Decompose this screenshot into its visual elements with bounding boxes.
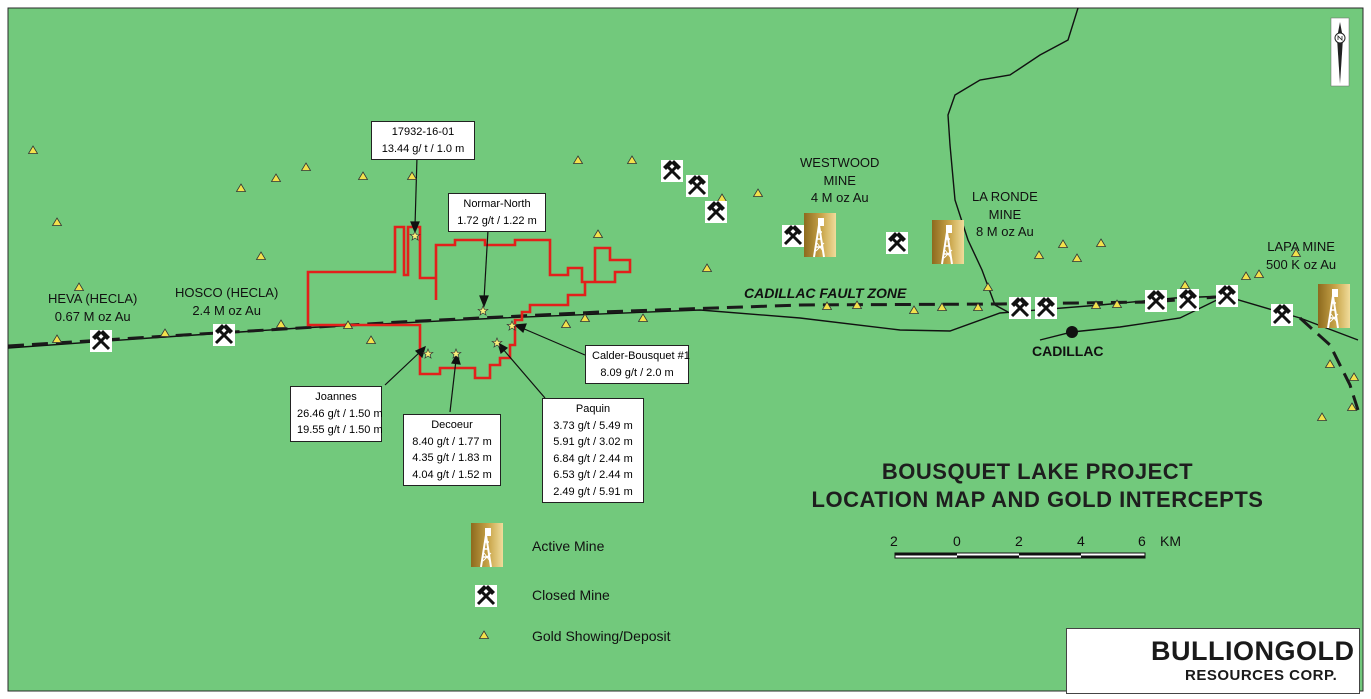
mine-name-suffix: MINE bbox=[823, 172, 856, 188]
closed-mine-icon bbox=[1175, 287, 1201, 313]
closed-mine-icon bbox=[780, 223, 806, 249]
mine-label-lapa: LAPA MINE 500 K oz Au bbox=[1266, 238, 1336, 273]
intercept-box-calder-bousquet: Calder-Bousquet #1 8.09 g/t / 2.0 m bbox=[585, 345, 690, 384]
intercept-name: 17932-16-01 bbox=[391, 126, 455, 138]
intercept-value: 8.09 g/t / 2.0 m bbox=[600, 366, 674, 379]
north-arrow-icon bbox=[1330, 17, 1350, 87]
mine-name-suffix: MINE bbox=[988, 206, 1022, 222]
scale-tick: 2 bbox=[890, 533, 898, 549]
headframe-icon bbox=[931, 219, 965, 265]
mine-name: HEVA (HECLA) bbox=[48, 291, 138, 306]
intercept-value: 19.55 g/t / 1.50 m bbox=[297, 424, 383, 436]
intercept-box-normar-north: Normar-North 1.72 g/t / 1.22 m bbox=[448, 193, 546, 232]
closed-mine-icon bbox=[703, 199, 729, 225]
closed-mine-icon bbox=[884, 230, 910, 256]
closed-mine-icon bbox=[1143, 288, 1169, 314]
scale-tick: 6 bbox=[1138, 533, 1146, 549]
mine-label-heva: HEVA (HECLA) 0.67 M oz Au bbox=[48, 290, 137, 325]
mine-name: WESTWOOD bbox=[800, 155, 880, 170]
closed-mine-icon bbox=[684, 173, 710, 199]
headframe-icon bbox=[803, 212, 837, 258]
fault-branch bbox=[1298, 316, 1360, 411]
closed-mine-icon bbox=[1214, 283, 1240, 309]
intercept-name: Calder-Bousquet #1 bbox=[592, 350, 690, 362]
closed-mine-icon bbox=[1269, 302, 1295, 328]
callout-arrows bbox=[384, 156, 586, 413]
intercept-value: 2.49 g/t / 5.91 m bbox=[553, 485, 633, 498]
intercept-value: 13.44 g/ t / 1.0 m bbox=[381, 142, 465, 155]
mine-label-hosco: HOSCO (HECLA) 2.4 M oz Au bbox=[175, 284, 278, 319]
closed-mine-icon bbox=[211, 322, 237, 348]
intercept-name: Paquin bbox=[575, 403, 611, 415]
intercept-box-decoeur: Decoeur 8.40 g/t / 1.77 m 4.35 g/t / 1.8… bbox=[403, 414, 501, 486]
headframe-icon bbox=[1317, 283, 1351, 329]
closed-mine-icon bbox=[1033, 295, 1059, 321]
legend-active-mine: Active Mine bbox=[532, 538, 605, 554]
intercept-name: Joannes bbox=[315, 391, 357, 403]
mine-label-laronde: LA RONDE MINE 8 M oz Au bbox=[972, 188, 1038, 241]
scale-tick: 2 bbox=[1015, 533, 1023, 549]
closed-mine-icon bbox=[659, 158, 685, 184]
intercept-value: 26.46 g/t / 1.50 m bbox=[297, 407, 383, 420]
intercept-value: 6.84 g/t / 2.44 m bbox=[553, 452, 633, 465]
property-outline bbox=[306, 225, 632, 380]
mine-name: LA RONDE bbox=[972, 189, 1038, 204]
mine-resource: 4 M oz Au bbox=[810, 190, 869, 206]
intercept-box-joannes: Joannes 26.46 g/t / 1.50 m 19.55 g/t / 1… bbox=[290, 386, 383, 442]
mine-resource: 2.4 M oz Au bbox=[192, 302, 261, 318]
town-label-cadillac: CADILLAC bbox=[1032, 343, 1104, 359]
intercept-value: 6.53 g/t / 2.44 m bbox=[553, 469, 633, 481]
mine-resource: 8 M oz Au bbox=[975, 224, 1034, 240]
mine-resource: 0.67 M oz Au bbox=[54, 308, 131, 324]
scale-tick: 4 bbox=[1077, 533, 1085, 549]
intercept-value: 3.73 g/t / 5.49 m bbox=[553, 419, 633, 432]
intercept-value: 4.35 g/t / 1.83 m bbox=[412, 452, 492, 464]
scale-unit: KM bbox=[1160, 533, 1181, 549]
road-north bbox=[947, 7, 1079, 313]
intercept-name: Normar-North bbox=[463, 198, 531, 210]
intercept-value: 1.72 g/t / 1.22 m bbox=[457, 214, 537, 227]
scale-tick: 0 bbox=[953, 533, 961, 549]
closed-mine-icon bbox=[1007, 295, 1033, 321]
scale-bar bbox=[894, 552, 1146, 559]
intercept-box-paquin: Paquin 3.73 g/t / 5.49 m 5.91 g/t / 3.02… bbox=[542, 398, 644, 503]
closed-mine-icon bbox=[88, 328, 114, 354]
intercept-value: 5.91 g/t / 3.02 m bbox=[553, 436, 633, 448]
mine-name: HOSCO (HECLA) bbox=[175, 285, 279, 300]
logo-subtitle: RESOURCES CORP. bbox=[1185, 667, 1338, 684]
legend-closed-mine: Closed Mine bbox=[532, 587, 610, 603]
map-title-line2: LOCATION MAP AND GOLD INTERCEPTS bbox=[811, 486, 1264, 512]
mine-name: LAPA MINE bbox=[1267, 239, 1335, 254]
cadillac-town-dot bbox=[1066, 326, 1078, 338]
logo-name: BULLIONGOLD bbox=[1151, 636, 1355, 666]
company-logo: BULLIONGOLD RESOURCES CORP. bbox=[1066, 628, 1360, 694]
legend-gold-showing: Gold Showing/Deposit bbox=[532, 628, 671, 644]
map-title: BOUSQUET LAKE PROJECT LOCATION MAP AND G… bbox=[800, 458, 1275, 513]
mine-resource: 500 K oz Au bbox=[1266, 256, 1337, 272]
intercept-box-17932: 17932-16-01 13.44 g/ t / 1.0 m bbox=[371, 121, 475, 160]
mine-label-westwood: WESTWOOD MINE 4 M oz Au bbox=[800, 154, 879, 207]
fault-label: CADILLAC FAULT ZONE bbox=[744, 285, 907, 301]
intercept-value: 4.04 g/t / 1.52 m bbox=[412, 468, 492, 481]
legend-hammer-icon bbox=[473, 583, 499, 609]
map-title-line1: BOUSQUET LAKE PROJECT bbox=[881, 459, 1194, 484]
legend-headframe-icon bbox=[470, 522, 504, 568]
intercept-value: 8.40 g/t / 1.77 m bbox=[412, 435, 492, 448]
intercept-name: Decoeur bbox=[431, 419, 473, 431]
